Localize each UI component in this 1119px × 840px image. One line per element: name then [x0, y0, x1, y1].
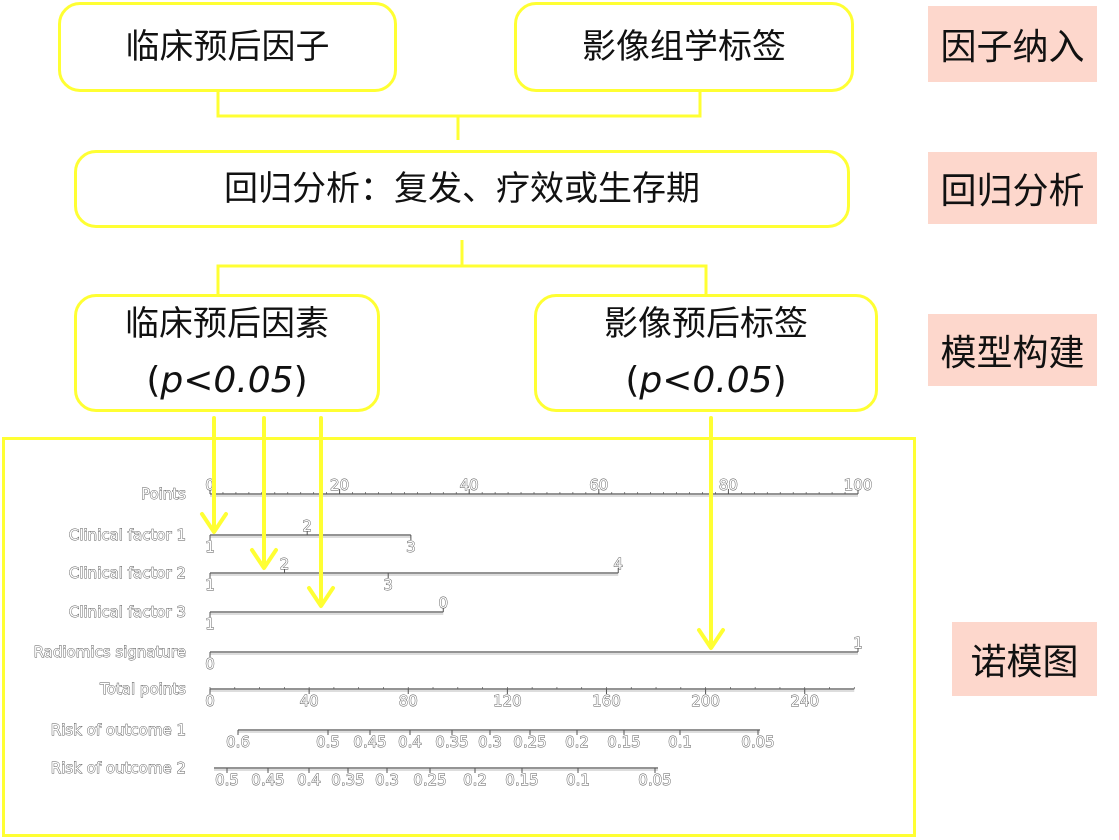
nomogram-tick-label: 20: [330, 476, 349, 494]
regression-label: 回归分析：复发、疗效或生存期: [224, 168, 700, 209]
nomogram-tick-label: 3: [406, 538, 416, 556]
arrow-radiomics-signature: [697, 416, 725, 650]
nomogram-tick-label: 0.4: [297, 771, 321, 789]
nomogram-row-label: Clinical factor 1: [69, 526, 186, 544]
brace-top: [216, 92, 702, 140]
nomogram-tick-label: 2: [302, 517, 312, 535]
nomogram-tick-label: 60: [589, 476, 608, 494]
nomogram-tick-label: 1: [205, 538, 215, 556]
nomogram-tick-label: 0.6: [226, 733, 250, 751]
paren-open: (: [625, 359, 640, 401]
nomogram-row-label: Risk of outcome 2: [51, 759, 186, 777]
nomogram-tick-label: 0.15: [607, 733, 640, 751]
radiomics-label-box: 影像组学标签: [514, 2, 854, 92]
clinical-prognostic-label: 临床预后因素: [125, 304, 329, 344]
nomogram-tick-label: 40: [460, 476, 479, 494]
nomogram-tick-label: 0.25: [413, 771, 446, 789]
nomogram-tick-label: 0.05: [741, 733, 774, 751]
nomogram-tick-label: 1: [205, 615, 215, 633]
nomogram-tick-label: 0: [205, 655, 215, 673]
nomogram-tick-label: 200: [691, 692, 720, 710]
arrow-clinical-factor-1: [200, 416, 228, 534]
nomogram-tick-label: 0.3: [375, 771, 399, 789]
stage-model-building: 模型构建: [928, 314, 1097, 386]
nomogram-tick-label: 0.25: [513, 733, 546, 751]
p-value-text: p<0.05: [160, 359, 294, 401]
nomogram-tick-label: 160: [592, 692, 621, 710]
paren-close: ): [293, 359, 308, 401]
nomogram-tick-label: 0.5: [215, 771, 239, 789]
nomogram-row-label: Clinical factor 3: [69, 603, 186, 621]
p-value-text: p<0.05: [639, 359, 773, 401]
nomogram-tick-label: 240: [790, 692, 819, 710]
nomogram-tick-label: 0.35: [331, 771, 364, 789]
nomogram-tick-label: 0.35: [435, 733, 468, 751]
nomogram-tick-label: 3: [383, 576, 393, 594]
nomogram-row-label: Radiomics signature: [34, 643, 186, 661]
paren-open: (: [146, 359, 161, 401]
clinical-p-value: (p<0.05): [146, 359, 307, 402]
arrow-clinical-factor-2: [250, 416, 278, 570]
nomogram-tick-label: 0.2: [463, 771, 487, 789]
nomogram-tick-label: 100: [844, 476, 873, 494]
nomogram-tick-label: 0.1: [668, 733, 692, 751]
nomogram-tick-label: 0: [205, 476, 215, 494]
nomogram-tick-label: 80: [719, 476, 738, 494]
nomogram-tick-label: 1: [205, 576, 215, 594]
nomogram-tick-label: 1: [853, 634, 863, 652]
nomogram-tick-label: 0.4: [398, 733, 422, 751]
nomogram-tick-label: 0.5: [316, 733, 340, 751]
imaging-p-value: (p<0.05): [625, 359, 786, 402]
imaging-prognostic-label: 影像预后标签: [604, 304, 808, 344]
nomogram-tick-label: 0.15: [505, 771, 538, 789]
nomogram-tick-label: 0: [439, 594, 449, 612]
nomogram-row-label: Risk of outcome 1: [51, 721, 186, 739]
nomogram-tick-label: 4: [613, 555, 623, 573]
nomogram-tick-label: 2: [280, 555, 290, 573]
radiomics-label-text: 影像组学标签: [582, 26, 786, 67]
clinical-factors-box: 临床预后因子: [58, 2, 397, 92]
imaging-prognostic-box: 影像预后标签 (p<0.05): [534, 294, 878, 412]
nomogram-tick-label: 80: [399, 692, 418, 710]
stage-nomogram: 诺模图: [952, 622, 1097, 696]
stage-regression-analysis: 回归分析: [928, 152, 1097, 224]
nomogram-row-label: Points: [141, 485, 186, 503]
clinical-prognostic-box: 临床预后因素 (p<0.05): [74, 294, 380, 412]
arrow-clinical-factor-3: [307, 416, 335, 608]
nomogram-row-label: Clinical factor 2: [69, 564, 186, 582]
nomogram-tick-label: 40: [300, 692, 319, 710]
nomogram-tick-label: 0.3: [478, 733, 502, 751]
nomogram-tick-label: 0.45: [251, 771, 284, 789]
nomogram-tick-label: 0: [205, 692, 215, 710]
regression-box: 回归分析：复发、疗效或生存期: [74, 150, 850, 228]
nomogram-tick-label: 0.45: [353, 733, 386, 751]
nomogram-tick-label: 120: [493, 692, 522, 710]
nomogram-tick-label: 0.05: [638, 771, 671, 789]
clinical-factors-label: 临床预后因子: [125, 26, 330, 67]
nomogram-tick-label: 0.2: [565, 733, 589, 751]
paren-close: ): [772, 359, 787, 401]
nomogram-panel: [2, 437, 916, 837]
nomogram-row-label: Total points: [99, 680, 186, 698]
nomogram-tick-label: 0.1: [566, 771, 590, 789]
brace-middle: [216, 240, 708, 294]
stage-factor-inclusion: 因子纳入: [928, 6, 1097, 82]
